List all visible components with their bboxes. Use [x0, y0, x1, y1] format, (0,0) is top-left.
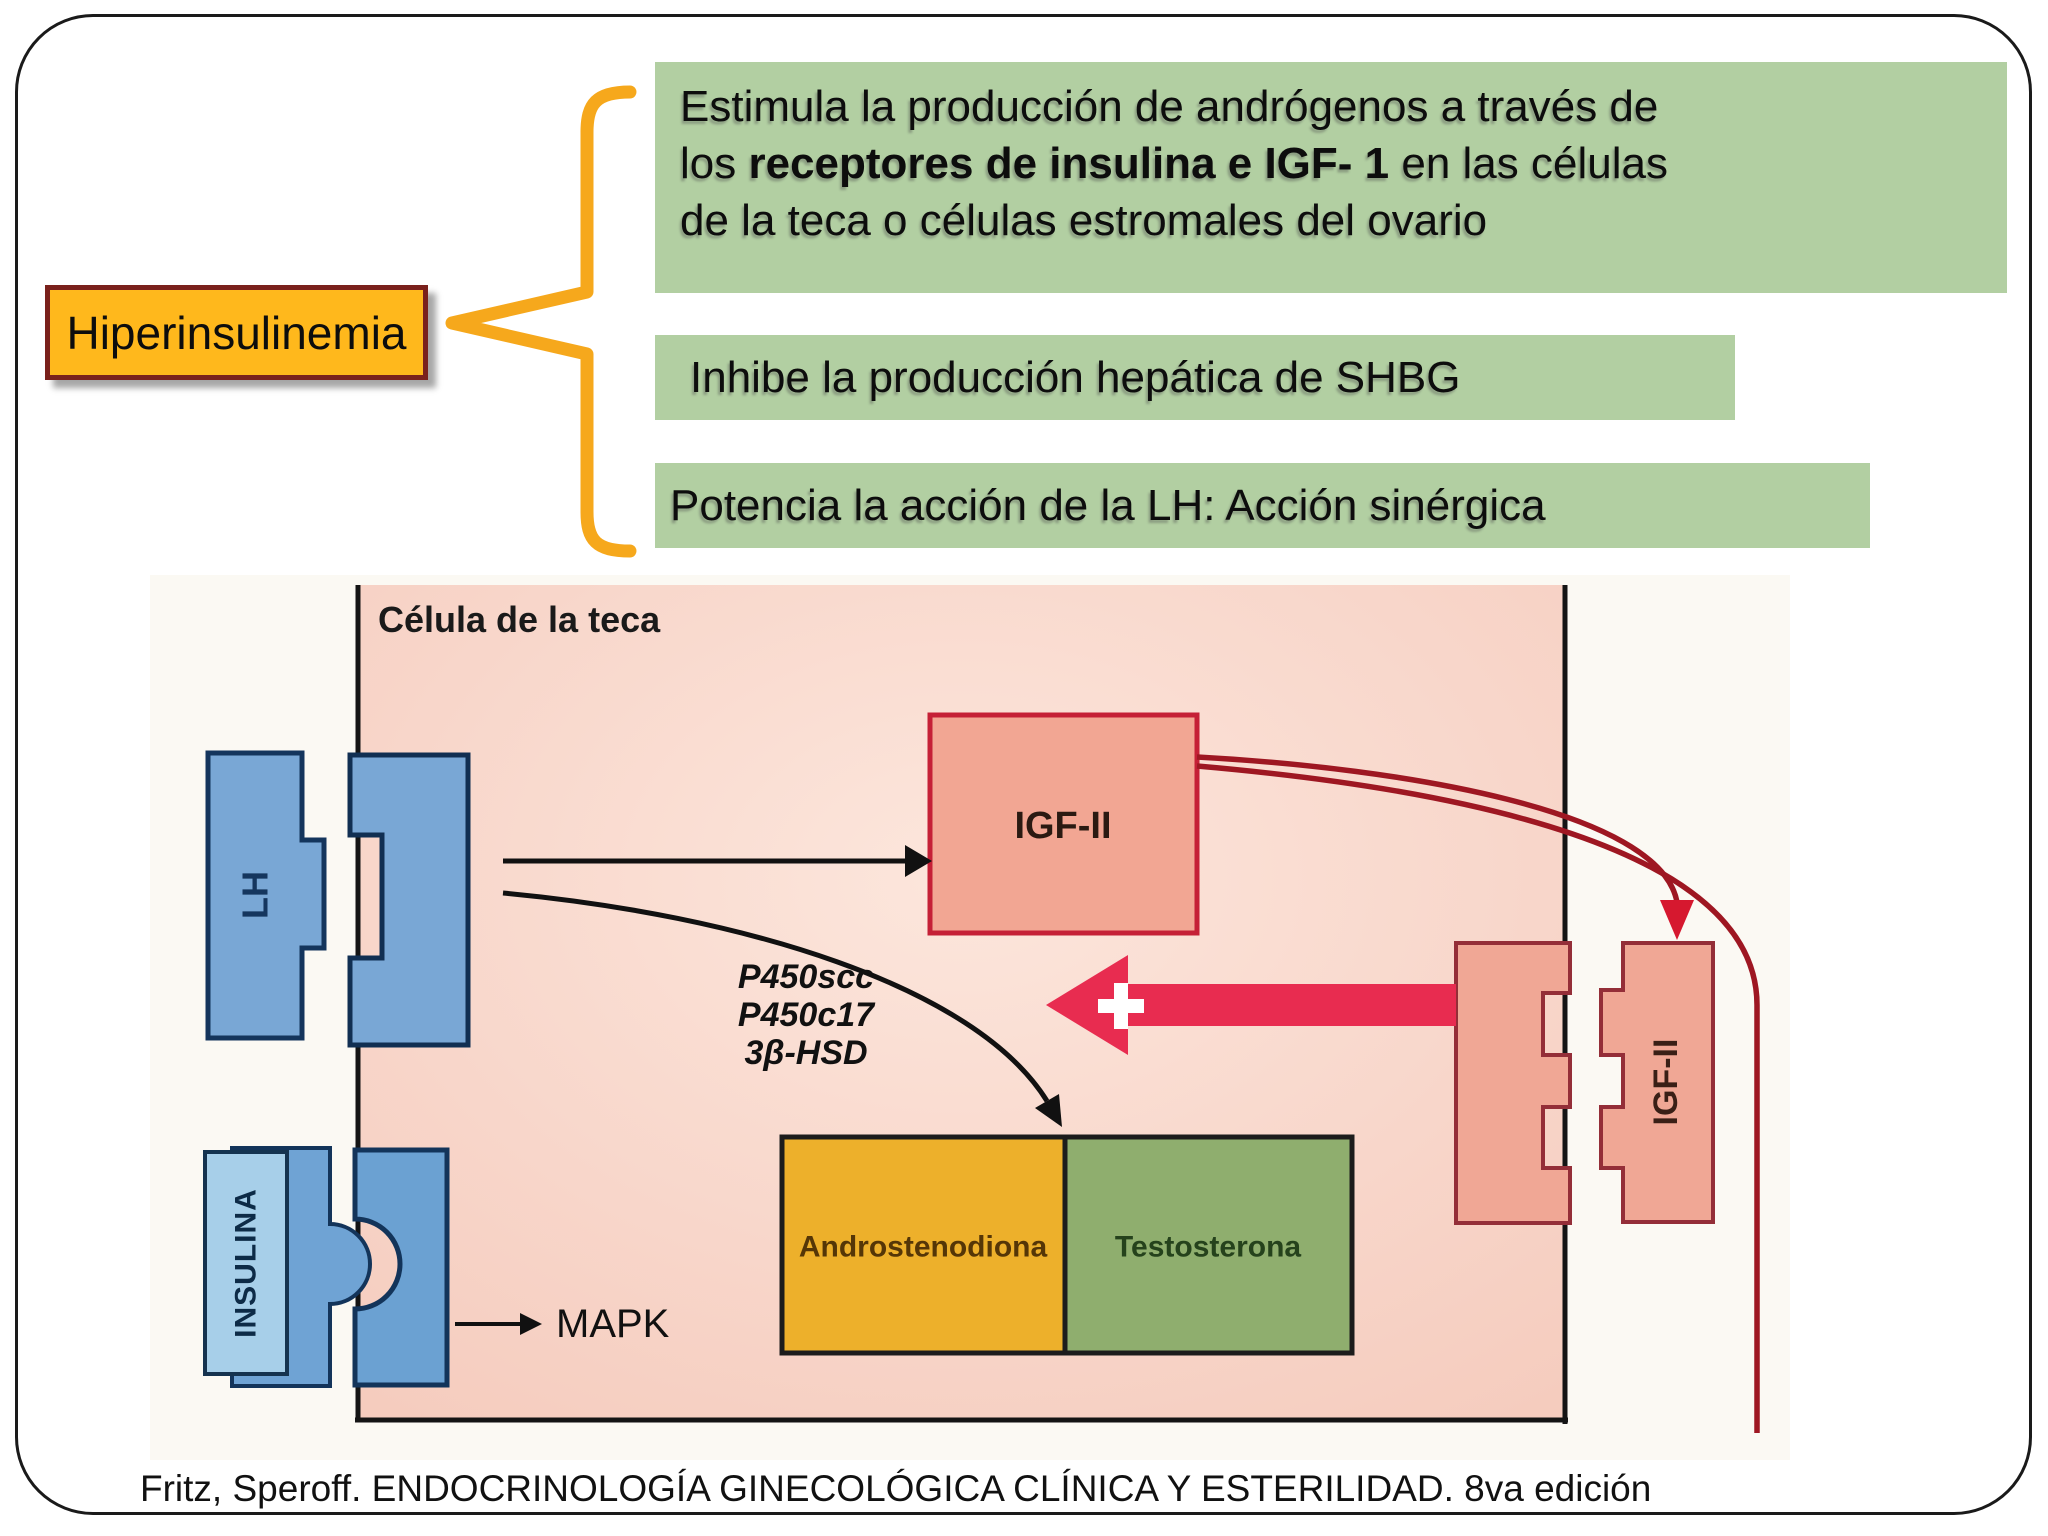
- stimulation-arrow: [1046, 955, 1456, 1055]
- lh-to-igf2-arrowhead-icon: [905, 845, 932, 877]
- enzyme-p450scc: P450scc: [738, 958, 874, 996]
- bullet-text: Potencia la acción de la LH: Acción siné…: [670, 480, 1546, 530]
- hiperinsulinemia-box: Hiperinsulinemia: [45, 285, 428, 380]
- igf2-box-label: IGF-II: [1014, 805, 1111, 847]
- insulina-box: [203, 1150, 289, 1376]
- bullet-box-inhibe: Inhibe la producción hepática de SHBG: [655, 335, 1735, 420]
- lh-label: LH: [235, 871, 276, 919]
- igf2-secretion-curve: [1196, 754, 1680, 903]
- page-title: Hiperinsulinemia: [66, 306, 407, 359]
- bullet-line-post: en las células: [1389, 139, 1668, 188]
- bullet-box-potencia: Potencia la acción de la LH: Acción siné…: [655, 463, 1870, 548]
- androstenodiona-label: Androstenodiona: [799, 1231, 1048, 1264]
- bullet-line-pre: los: [680, 139, 749, 188]
- bullet-box-stimula: Estimula la producción de andrógenos a t…: [655, 62, 2007, 293]
- igf2-ligand-label: IGF-II: [1647, 1039, 1685, 1126]
- citation: Fritz, Speroff. ENDOCRINOLOGÍA GINECOLÓG…: [140, 1468, 1652, 1509]
- lh-ligand: [205, 750, 327, 1041]
- insulin-receptor: [352, 1147, 450, 1388]
- steroidogenesis-arrowhead-icon: [1035, 1094, 1062, 1127]
- igf2-export-curve: [1196, 763, 1760, 1433]
- bullet-line: Estimula la producción de andrógenos a t…: [680, 82, 1659, 131]
- bullet-text: Inhibe la producción hepática de SHBG: [690, 352, 1461, 402]
- insulina-label: INSULINA: [230, 1188, 263, 1338]
- mapk-label: MAPK: [556, 1302, 670, 1346]
- cell-label: Célula de la teca: [378, 599, 661, 640]
- enzyme-p450c17: P450c17: [738, 996, 876, 1034]
- brace-icon: [445, 85, 637, 558]
- bullet-line: los receptores de insulina e IGF- 1 en l…: [680, 135, 2007, 192]
- mapk-arrowhead-icon: [520, 1313, 542, 1335]
- plus-icon: [1098, 983, 1144, 1029]
- enzyme-labels: P450scc P450c17 3β-HSD: [738, 958, 876, 1072]
- testosterona-label: Testosterona: [1115, 1231, 1301, 1264]
- igf2-secretion-arrowhead-icon: [1660, 900, 1694, 940]
- igf2-box: [927, 712, 1200, 936]
- androstenodiona-box: [779, 1134, 1068, 1356]
- lh-receptor: [347, 752, 471, 1048]
- testosterona-box: [1062, 1134, 1355, 1356]
- steroidogenesis-arrow: [502, 890, 1050, 1103]
- igf2-receptor: [1454, 941, 1572, 1225]
- bullet-line-bold: receptores de insulina e IGF- 1: [748, 139, 1390, 188]
- stimulation-arrowhead-icon: [1046, 955, 1128, 1055]
- enzyme-3bhsd: 3β-HSD: [744, 1034, 867, 1072]
- igf2-ligand: [1599, 941, 1715, 1224]
- bullet-line: de la teca o células estromales del ovar…: [680, 196, 1488, 245]
- stimulation-arrow-body: [1118, 984, 1456, 1026]
